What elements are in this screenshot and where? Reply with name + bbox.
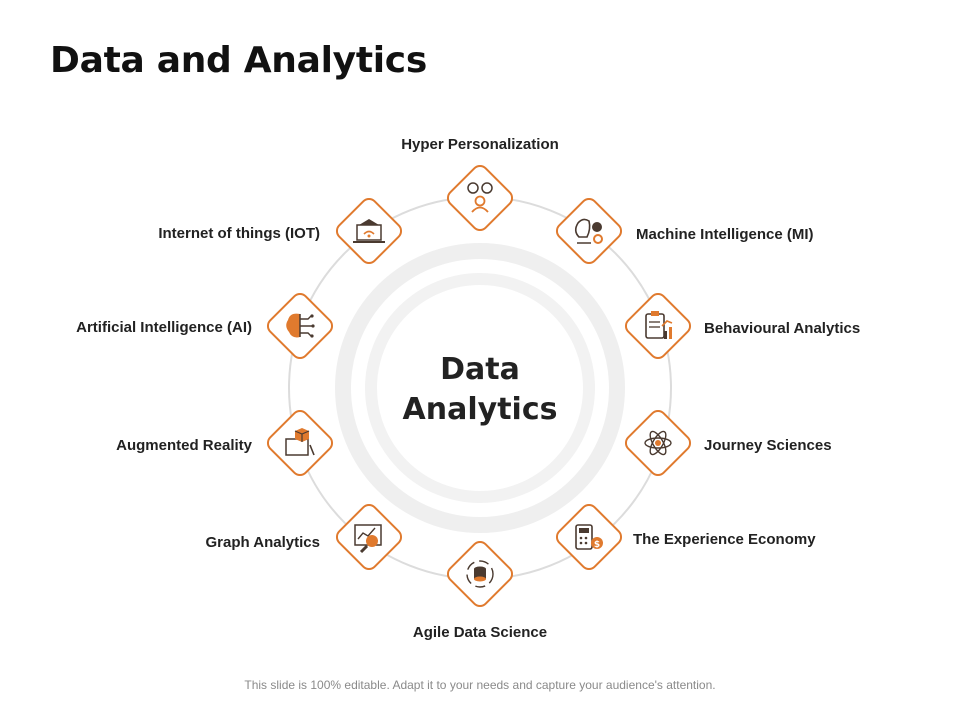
atom-icon [644,430,672,456]
footer-note: This slide is 100% editable. Adapt it to… [244,678,716,692]
label-machine-intelligence: Machine Intelligence (MI) [636,226,814,243]
brain-circuit-icon [286,313,315,338]
chart-magnifier-icon [354,524,382,554]
cube-screen-icon [285,428,315,456]
label-augmented-reality: Augmented Reality [116,437,252,454]
label-journey-sciences: Journey Sciences [704,437,832,454]
svg-text:$: $ [594,540,600,550]
label-artificial-intelligence: Artificial Intelligence (AI) [76,319,252,336]
label-hyper-personalization: Hyper Personalization [401,136,559,153]
label-graph-analytics: Graph Analytics [205,534,320,551]
center-title-line1: Data [440,352,520,387]
label-behavioural-analytics: Behavioural Analytics [704,320,861,337]
label-internet-of-things: Internet of things (IOT) [158,225,320,242]
calculator-coin-icon: $ [575,524,603,550]
clipboard-chart-icon [645,311,673,339]
brain-gear-icon [574,218,603,244]
center-title: Data Analytics [380,350,580,430]
people-icon [467,182,493,213]
label-experience-economy: The Experience Economy [633,531,816,548]
database-cycle-icon [466,560,494,588]
laptop-wifi-icon [353,219,385,243]
label-agile-data-science: Agile Data Science [412,624,548,641]
center-title-line2: Analytics [402,392,558,427]
page-title: Data and Analytics [50,40,427,81]
